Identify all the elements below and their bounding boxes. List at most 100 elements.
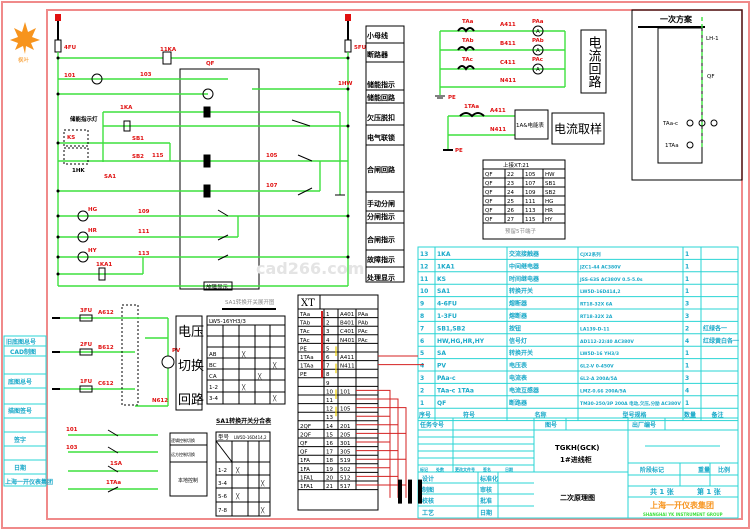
xt-cell: 1FA1 [300, 475, 313, 481]
sa1-row-label: 3-4 [218, 481, 227, 487]
xt21-cell: QF [485, 172, 493, 178]
parts-list-cell: 13 [420, 251, 428, 258]
xt21-cell: 111 [525, 199, 536, 205]
wire-label: 3FU [80, 308, 92, 314]
xt21-cell: 22 [507, 172, 514, 178]
parts-list-header: 型号规格 [623, 411, 648, 419]
xt-cell: 13 [326, 415, 333, 421]
wire-label: 1KA1 [96, 262, 112, 268]
function-label: 处理显示 [366, 273, 395, 282]
xt-title: XT [301, 298, 315, 309]
left-title-strip: 旧底图总号 CAD制图 底图总号 描图签号 签字 日期 上海一开仪表集团 [3, 335, 53, 487]
parts-list-cell: 红绿黄白各一 [703, 337, 739, 345]
rev-header: 签名 [482, 466, 491, 472]
drawing-name: 二次原理图 [560, 493, 595, 502]
xt21-cell: 105 [525, 172, 536, 178]
wire-label: 1HW [338, 81, 353, 87]
wire-label: QF [206, 61, 215, 67]
parts-list-cell: HW,HG,HR,HY [437, 338, 485, 345]
wire-label: 115 [152, 153, 164, 159]
sa1-row-label: 1-2 [218, 468, 227, 474]
wire-label: 103 [66, 445, 78, 451]
parts-list-cell: 8 [420, 313, 424, 320]
sa1-row-label: 5-6 [218, 494, 227, 500]
parts-list-cell: 10 [420, 288, 428, 295]
title-block-label: 任务令号 [419, 421, 444, 429]
ta-label: 1TAa [665, 143, 679, 149]
parts-list-cell: 信号灯 [509, 337, 527, 345]
parts-list-cell: PAa-c [437, 375, 456, 382]
xt-cell: TAc [299, 329, 310, 335]
ta-label: TAb [462, 38, 474, 44]
wire-label: B612 [98, 345, 114, 351]
wire [356, 475, 399, 498]
switch-row-label: AB [209, 352, 217, 358]
parts-list-header: 备注 [711, 411, 724, 419]
parts-list-cell: 交流接触器 [509, 250, 540, 258]
wire [356, 467, 391, 498]
xt21-cell: QF [485, 190, 493, 196]
xt-cell: QF [300, 450, 308, 456]
xt-cell: QF [300, 441, 308, 447]
parts-list-cell: 11 [420, 276, 428, 283]
wire-label: C612 [98, 381, 114, 387]
left-strip-label: CAD制图 [10, 348, 36, 356]
wire [356, 398, 399, 498]
title-block-label: 图号 [545, 421, 557, 429]
xt-cell: 10 [326, 389, 333, 395]
sa1-row-label: 7-8 [218, 508, 227, 514]
svg-text:╳: ╳ [235, 466, 240, 474]
xt21-cell: QF [485, 181, 493, 187]
parts-list-cell: RT18-32X 2A [580, 314, 613, 320]
function-label: 合闸指示 [366, 235, 395, 244]
xt-cell: PE [300, 372, 307, 378]
company-name: 上海一开仪表集团 [650, 500, 714, 510]
parts-list-cell: 电流互感器 [509, 386, 540, 394]
xt-cell: 1FA1 [300, 484, 313, 490]
parts-list-cell: 3 [685, 301, 689, 308]
xt-cell: 1 [326, 312, 330, 318]
xt-cell: 21 [326, 484, 333, 490]
terminal-label: A411 [500, 22, 516, 28]
xt-cell: N411 [340, 364, 355, 370]
wire-label: 1SA [110, 461, 123, 467]
parts-list-cell: SA1 [437, 288, 450, 295]
voltage-switch-title: 切换 [178, 359, 204, 374]
parts-list-cell: 4-6FU [437, 301, 457, 308]
cable-bundle [408, 479, 412, 504]
cable-bundle [398, 479, 402, 504]
wire-label: 2FU [80, 342, 92, 348]
xt-cell: 519 [340, 458, 351, 464]
ammeter-label: PAc [532, 57, 543, 63]
parts-list-cell: 4 [420, 363, 424, 370]
function-label: 储能指示 [366, 80, 395, 89]
xt21-cell: HG [545, 199, 553, 205]
parts-list-cell: 1 [685, 276, 689, 283]
wire-label: 107 [266, 183, 278, 189]
wire [356, 484, 407, 498]
role-label: 校核 [422, 497, 434, 505]
xt-cell: 11 [326, 398, 333, 404]
role-label: 批准 [480, 497, 492, 505]
xt21-cell: HY [545, 217, 553, 223]
voltage-switching-circuit: 3FU 2FU 1FU A612 B612 C612 PV N612 电压 切换… [52, 298, 286, 517]
xt-cell: 15 [326, 432, 333, 438]
left-strip-label: 底图总号 [8, 378, 32, 386]
xt-cell: 4 [326, 338, 330, 344]
parts-list-cell: 6 [420, 338, 424, 345]
title-block: 任务令号 图号 出厂编号 TGKH(GCK) 1#进线柜 二次原理图 标记 处数… [417, 417, 739, 519]
parts-list-cell: CJX2系列 [580, 251, 601, 258]
inner-box-label: 故障显示 [206, 283, 229, 291]
svg-text:A: A [536, 67, 540, 73]
storage-indicator-lamp-label: 储能指示灯 [69, 115, 98, 123]
xt21-footer: 预留5节端子 [505, 227, 536, 235]
ta-label: TAa-c [662, 121, 678, 127]
rev-header: 标记 [419, 466, 428, 472]
left-strip-label: 旧底图总号 [6, 338, 36, 346]
xt-cell: B401 [340, 321, 354, 327]
wire [356, 450, 399, 498]
